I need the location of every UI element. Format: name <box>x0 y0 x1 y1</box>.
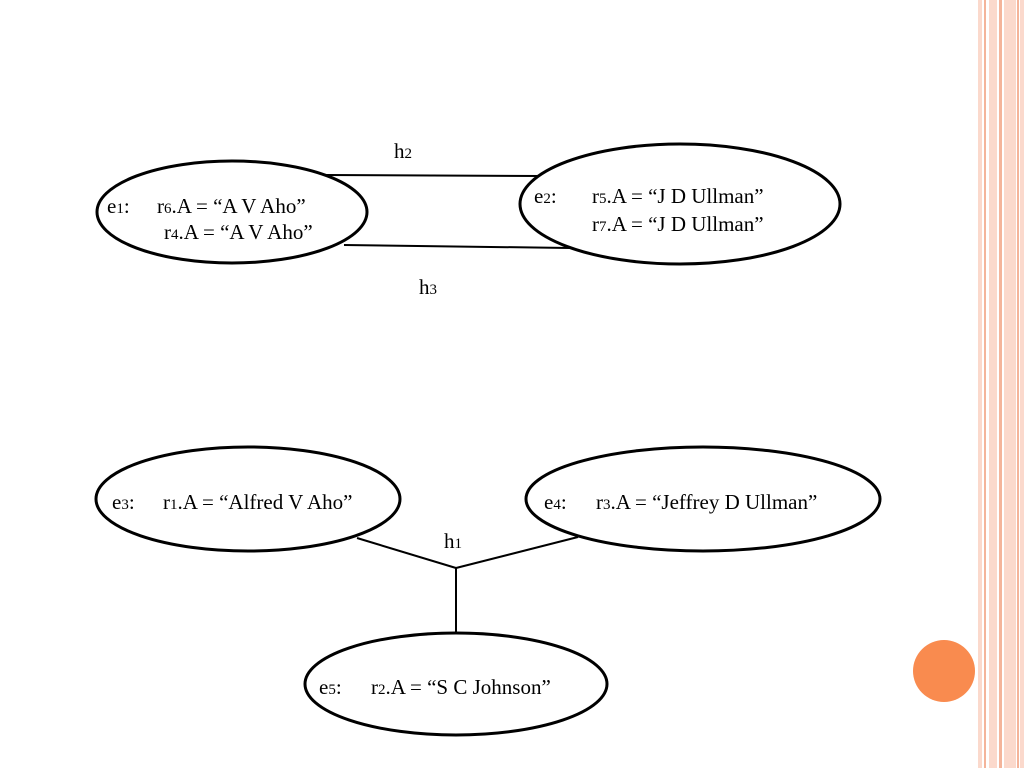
edge-h3-index: 3 <box>429 282 438 298</box>
record-letter: r <box>371 675 378 699</box>
entity-e2-sep: : <box>550 184 557 208</box>
entity-e4-index: 4 <box>553 497 561 513</box>
entity-e5-record-1: r2.A = “S C Johnson” <box>371 677 551 698</box>
border-stripe-3 <box>999 0 1002 768</box>
record-expression: .A = “J D Ullman” <box>606 184 764 208</box>
record-letter: r <box>157 194 164 218</box>
entity-e5-letter: e <box>319 675 329 699</box>
entity-e2-index: 2 <box>543 191 551 207</box>
record-expression: .A = “Jeffrey D Ullman” <box>610 490 818 514</box>
edge-h1-branch-e4 <box>455 536 579 569</box>
accent-circle <box>913 640 975 702</box>
edge-h3-label: h3 <box>419 277 437 298</box>
entity-e2-letter: e <box>534 184 544 208</box>
entity-e3-letter: e <box>112 490 122 514</box>
edge-h2-line <box>324 174 541 177</box>
border-stripe-6 <box>1020 0 1024 768</box>
record-letter: r <box>164 220 171 244</box>
record-index: 4 <box>171 227 179 243</box>
border-stripe-4 <box>1004 0 1016 768</box>
record-index: 3 <box>603 497 611 513</box>
border-stripe-5 <box>1017 0 1019 768</box>
entity-e1-name: e1: <box>107 196 130 217</box>
entity-e4-sep: : <box>560 490 567 514</box>
entity-e2-record-1: r5.A = “J D Ullman” <box>592 186 764 207</box>
entity-e1-index: 1 <box>116 201 124 217</box>
entity-e1-letter: e <box>107 194 117 218</box>
record-expression: .A = “S C Johnson” <box>385 675 551 699</box>
record-letter: r <box>596 490 603 514</box>
edge-h1-letter: h <box>444 529 455 553</box>
record-letter: r <box>592 184 599 208</box>
record-index: 5 <box>599 191 607 207</box>
record-index: 1 <box>170 497 178 513</box>
border-stripe-1 <box>984 0 986 768</box>
entity-e1-record-2: r4.A = “A V Aho” <box>164 222 313 243</box>
edge-h2-index: 2 <box>404 146 413 162</box>
entity-e5-ellipse <box>303 631 609 737</box>
entity-e5-index: 5 <box>328 682 336 698</box>
record-index: 2 <box>378 682 386 698</box>
record-letter: r <box>592 212 599 236</box>
edge-h3-line <box>343 244 571 249</box>
edge-h1-label: h1 <box>444 531 462 552</box>
entity-e2-name: e2: <box>534 186 557 207</box>
record-expression: .A = “J D Ullman” <box>606 212 764 236</box>
edge-h3-letter: h <box>419 275 430 299</box>
entity-e3-ellipse <box>94 445 402 553</box>
entity-e2-record-2: r7.A = “J D Ullman” <box>592 214 764 235</box>
entity-e3-record-1: r1.A = “Alfred V Aho” <box>163 492 352 513</box>
entity-e4-record-1: r3.A = “Jeffrey D Ullman” <box>596 492 817 513</box>
record-letter: r <box>163 490 170 514</box>
record-index: 7 <box>599 219 607 235</box>
entity-e1-ellipse <box>95 159 369 265</box>
entity-e3-index: 3 <box>121 497 129 513</box>
entity-e2-ellipse <box>518 142 842 266</box>
entity-e4-ellipse <box>524 445 882 553</box>
entity-e5-name: e5: <box>319 677 342 698</box>
entity-e4-name: e4: <box>544 492 567 513</box>
entity-e4-letter: e <box>544 490 554 514</box>
border-stripe-outer-light <box>978 0 982 768</box>
entity-e3-name: e3: <box>112 492 135 513</box>
record-expression: .A = “Alfred V Aho” <box>177 490 353 514</box>
edge-h2-label: h2 <box>394 141 412 162</box>
edge-h1-index: 1 <box>454 536 463 552</box>
entity-e1-sep: : <box>123 194 130 218</box>
edge-h1-branch-e3 <box>356 537 457 569</box>
border-stripe-2 <box>989 0 997 768</box>
entity-e5-sep: : <box>335 675 342 699</box>
edge-h2-letter: h <box>394 139 405 163</box>
record-expression: .A = “A V Aho” <box>178 220 313 244</box>
record-index: 6 <box>164 201 172 217</box>
entity-e1-record-1: r6.A = “A V Aho” <box>157 196 306 217</box>
entity-e3-sep: : <box>128 490 135 514</box>
record-expression: .A = “A V Aho” <box>171 194 306 218</box>
